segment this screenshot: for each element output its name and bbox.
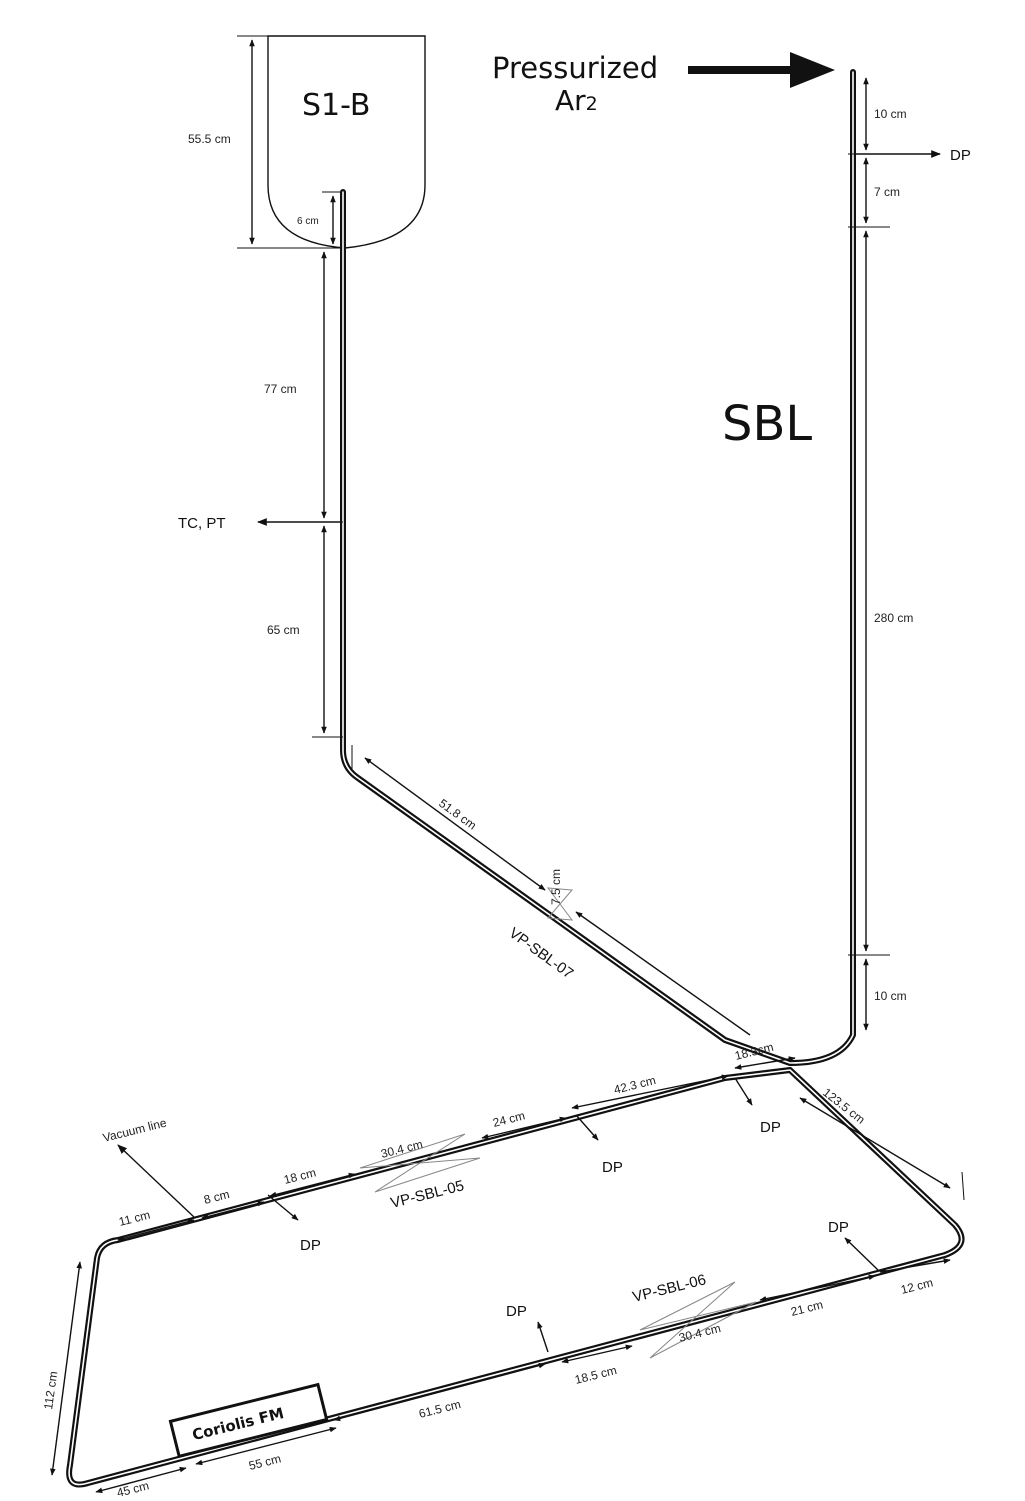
left-run-dim-label: 112 cm: [41, 1370, 60, 1410]
upper-dp2-label: DP: [602, 1159, 623, 1176]
vertical-long-dim-label: 280 cm: [874, 611, 913, 625]
valve-vp-sbl-06: [639, 1281, 757, 1359]
valve-07-size-label: 7.5 cm: [549, 869, 563, 905]
vertical-dp-label: DP: [950, 147, 971, 164]
inlet-label-ar: Ar: [555, 84, 586, 117]
tank-label: S1-B: [302, 88, 370, 123]
vertical-bottom-dim-label: 10 cm: [874, 989, 907, 1003]
lower-dp2-label: DP: [506, 1303, 527, 1320]
valve-07-label: VP-SBL-07: [506, 924, 577, 982]
seg-55-label: 55 cm: [247, 1451, 282, 1472]
seg-42-3-label: 42.3 cm: [612, 1073, 657, 1097]
tank-s1b: [267, 35, 426, 249]
instrument-label: TC, PT: [178, 515, 226, 532]
lower-dp1-label: DP: [828, 1219, 849, 1236]
tank-dip-label: 6 cm: [297, 216, 319, 227]
coriolis-flowmeter: Coriolis FM: [168, 1382, 329, 1459]
upper-dp3-label: DP: [300, 1237, 321, 1254]
seg-61-5-label: 61.5 cm: [417, 1397, 462, 1421]
inlet-label-sub: 2: [586, 93, 598, 115]
seg-12-label: 12 cm: [899, 1275, 934, 1296]
left-lower-dim-label: 65 cm: [267, 623, 300, 637]
inlet-arrowhead: [790, 52, 835, 88]
valve-05-label: VP-SBL-05: [389, 1177, 466, 1212]
vacuum-arrow: [117, 1144, 196, 1219]
svg-text:Ar2: Ar2: [555, 84, 598, 117]
vertical-second-dim-label: 7 cm: [874, 185, 900, 199]
pipe-main: [340, 69, 856, 1066]
vacuum-label: Vacuum line: [101, 1115, 168, 1144]
valve-vp-sbl-07: [546, 887, 574, 921]
valve-vp-sbl-05: [359, 1133, 481, 1193]
left-upper-dim-label: 77 cm: [264, 382, 297, 396]
inlet-label-line1: Pressurized: [492, 51, 658, 85]
seg-11-label: 11 cm: [117, 1208, 151, 1229]
seg-24-label: 24 cm: [491, 1108, 526, 1129]
seg-8-label: 8 cm: [202, 1187, 231, 1207]
valve-06-label: VP-SBL-06: [631, 1271, 708, 1306]
seg-21-label: 21 cm: [789, 1297, 824, 1318]
seg-18-label: 18 cm: [282, 1165, 317, 1186]
sbl-label: SBL: [722, 396, 812, 452]
vertical-top-dim-label: 10 cm: [874, 107, 907, 121]
seg-18-5-label: 18.5 cm: [573, 1363, 618, 1387]
tank-height-label: 55.5 cm: [188, 132, 231, 146]
upper-dp1-label: DP: [760, 1119, 781, 1136]
seg-45-label: 45 cm: [115, 1478, 150, 1499]
